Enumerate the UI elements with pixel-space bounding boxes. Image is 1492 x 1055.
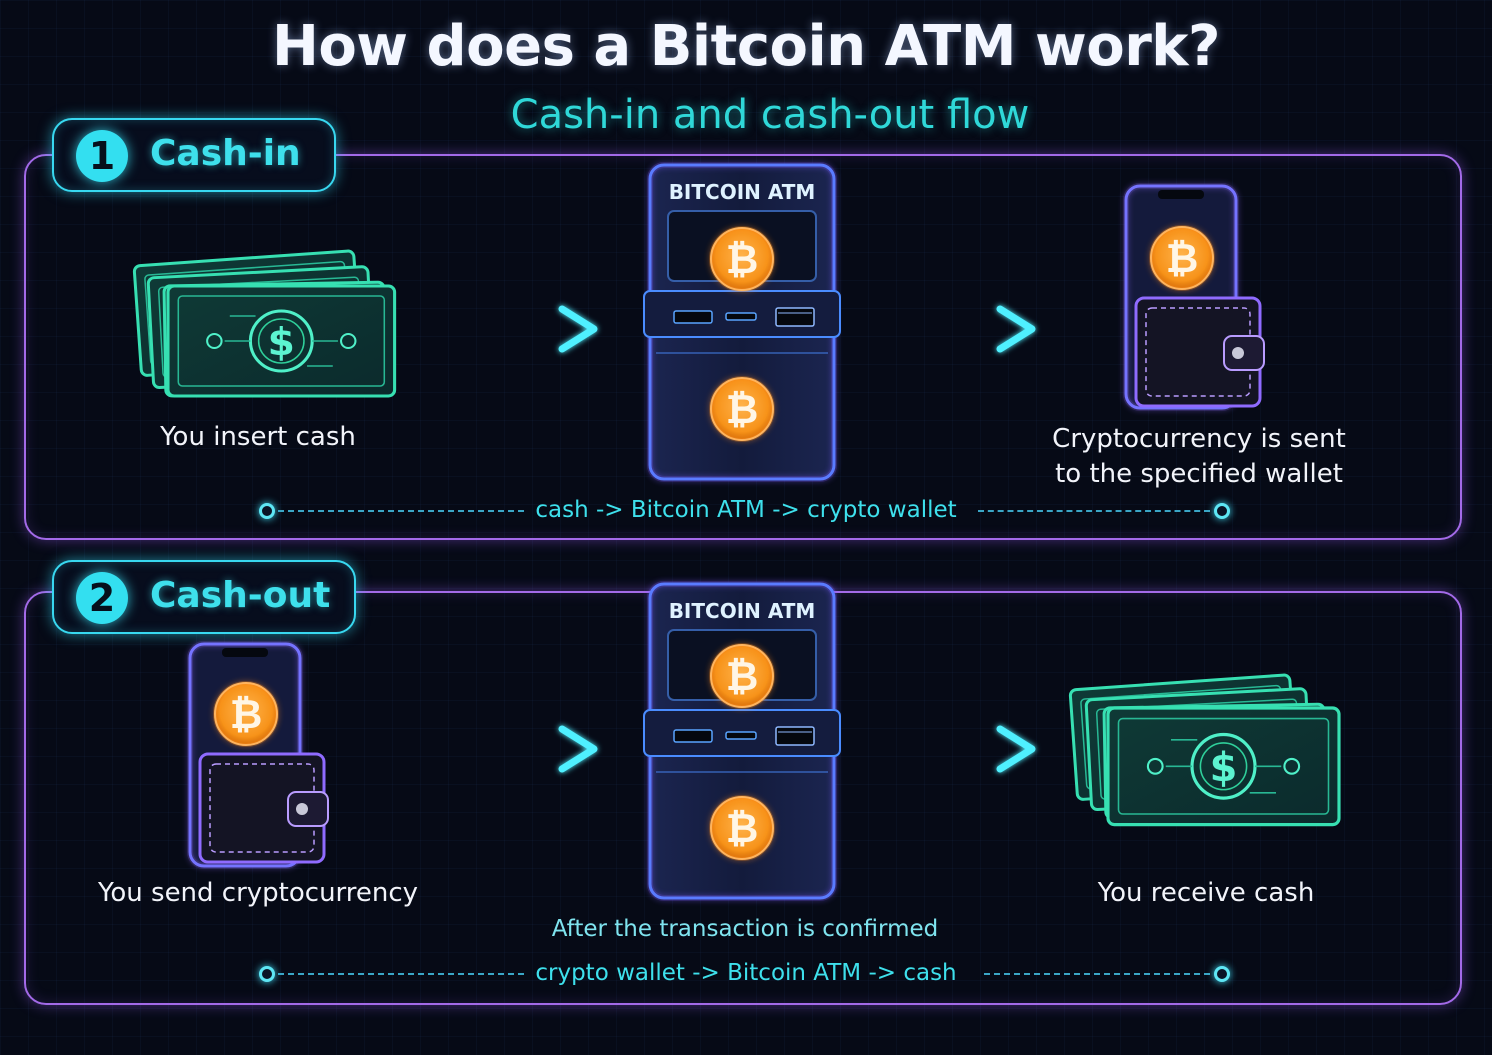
step-caption: You send cryptocurrency <box>97 878 419 908</box>
cash-stack-icon <box>1068 673 1341 827</box>
flow-text: cash -> Bitcoin ATM -> crypto wallet <box>535 497 957 523</box>
flow-start-dot <box>259 503 275 519</box>
bitcoin-atm-icon: BITCOIN ATM <box>643 162 841 482</box>
step-number-badge: 1 <box>76 130 128 182</box>
arrow-right-icon <box>444 744 604 754</box>
page-title: How does a Bitcoin ATM work? <box>271 14 1221 79</box>
arrow-right-icon <box>882 744 1042 754</box>
step-number-badge: 2 <box>76 572 128 624</box>
atm-note: After the transaction is confirmed <box>551 916 939 942</box>
phone-wallet-icon <box>187 641 329 869</box>
atm-label: BITCOIN ATM <box>669 599 816 623</box>
step-caption: You insert cash <box>160 422 356 452</box>
flow-dashed-line <box>978 510 1210 512</box>
step-caption: Cryptocurrency is sent to the specified … <box>1040 422 1358 492</box>
flow-end-dot <box>1214 503 1230 519</box>
caption-line: to the specified wallet <box>1055 459 1343 489</box>
section-label: Cash-in <box>150 133 301 174</box>
arrow-right-icon <box>444 324 604 334</box>
caption-line: Cryptocurrency is sent <box>1052 424 1346 454</box>
arrow-right-icon <box>882 324 1042 334</box>
flow-dashed-line <box>984 973 1210 975</box>
flow-dashed-line <box>278 973 524 975</box>
atm-label: BITCOIN ATM <box>669 180 816 204</box>
bitcoin-atm-icon: BITCOIN ATM <box>643 581 841 901</box>
flow-dashed-line <box>278 510 524 512</box>
flow-start-dot <box>259 966 275 982</box>
cash-stack-icon <box>132 249 397 398</box>
cash-out-badge: 2 Cash-out <box>52 560 356 634</box>
section-label: Cash-out <box>150 575 331 616</box>
step-caption: You receive cash <box>1097 878 1315 908</box>
cash-in-panel <box>24 154 1462 540</box>
page-subtitle: Cash-in and cash-out flow <box>510 92 1030 138</box>
phone-wallet-icon <box>1123 183 1265 411</box>
flow-text: crypto wallet -> Bitcoin ATM -> cash <box>535 960 957 986</box>
cash-in-badge: 1 Cash-in <box>52 118 336 192</box>
flow-end-dot <box>1214 966 1230 982</box>
